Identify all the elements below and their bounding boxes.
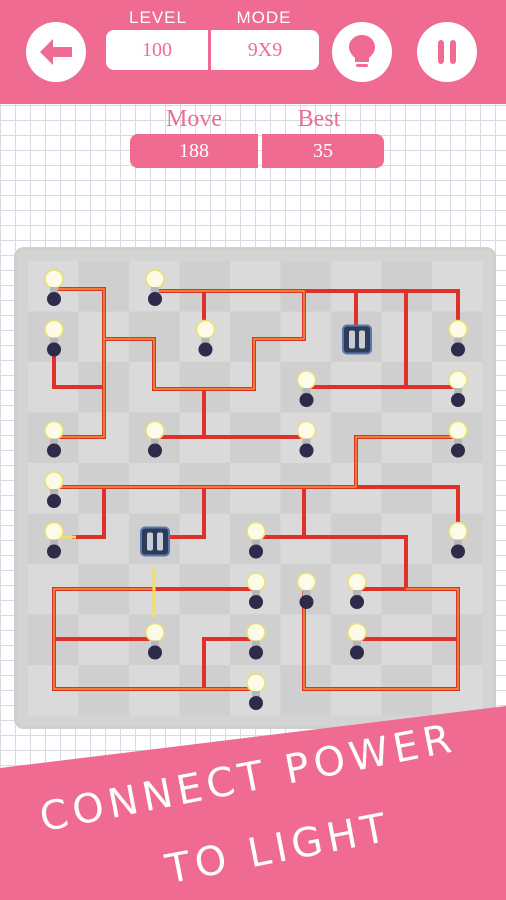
- light-bulb[interactable]: [448, 370, 468, 407]
- game-board[interactable]: [14, 247, 496, 729]
- banner-line-2: TO LIGHT: [162, 804, 395, 894]
- mode-label: MODE: [236, 8, 292, 27]
- wire-highlight: [54, 436, 458, 488]
- best-label: Best: [297, 106, 341, 132]
- wire-highlight: [53, 588, 254, 690]
- light-bulb[interactable]: [347, 572, 367, 609]
- wire-highlight: [303, 588, 459, 690]
- best-value: 35: [262, 134, 384, 168]
- light-bulb[interactable]: [246, 622, 266, 660]
- light-bulb[interactable]: [448, 521, 468, 559]
- wire-segment[interactable]: [202, 637, 256, 691]
- light-bulb[interactable]: [44, 269, 64, 306]
- light-bulb[interactable]: [44, 319, 64, 357]
- wire-segment[interactable]: [152, 485, 206, 539]
- move-value: 188: [130, 134, 258, 168]
- light-bulb[interactable]: [44, 420, 64, 458]
- level-label: LEVEL: [129, 8, 187, 27]
- light-bulb[interactable]: [448, 420, 468, 458]
- arrow-left-icon: [40, 39, 72, 65]
- banner-line-1: CONNECT POWER: [36, 715, 460, 842]
- light-bulb[interactable]: [246, 572, 266, 609]
- wire-segment[interactable]: [354, 485, 460, 539]
- wire-highlight: [104, 290, 305, 390]
- wire-segment[interactable]: [302, 535, 408, 591]
- light-bulb[interactable]: [296, 370, 317, 407]
- light-bulb[interactable]: [145, 622, 165, 660]
- light-bulb[interactable]: [195, 319, 216, 357]
- level-value: 100: [106, 30, 208, 70]
- light-bulb[interactable]: [44, 471, 64, 508]
- hint-button[interactable]: [332, 22, 392, 82]
- light-bulb[interactable]: [44, 521, 64, 559]
- wire-segment[interactable]: [72, 485, 106, 539]
- light-bulb[interactable]: [347, 622, 367, 660]
- light-bulb[interactable]: [145, 420, 165, 458]
- mode-value: 9X9: [211, 30, 319, 70]
- light-bulb[interactable]: [296, 572, 317, 609]
- pause-icon: [438, 40, 456, 64]
- wire-highlight: [53, 288, 105, 438]
- power-source[interactable]: [342, 324, 372, 355]
- back-button[interactable]: [26, 22, 86, 82]
- pause-button[interactable]: [417, 22, 477, 82]
- board-tile[interactable]: [230, 261, 281, 312]
- light-bulb[interactable]: [296, 420, 317, 458]
- light-bulb[interactable]: [246, 521, 266, 559]
- light-bulb[interactable]: [145, 269, 165, 306]
- power-source[interactable]: [140, 526, 170, 557]
- board-canvas[interactable]: [14, 247, 496, 729]
- lightbulb-icon: [349, 35, 375, 67]
- light-bulb[interactable]: [448, 319, 468, 357]
- move-label: Move: [166, 106, 222, 132]
